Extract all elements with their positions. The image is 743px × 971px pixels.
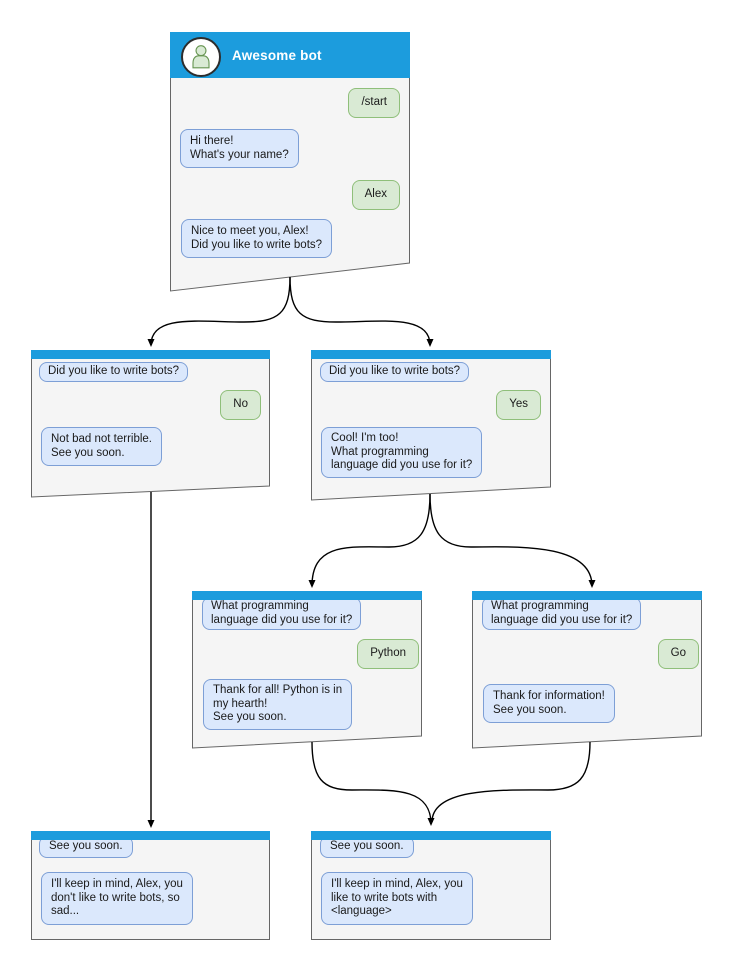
bot-message-bubble: I'll keep in mind, Alex, you like to wri… — [321, 872, 473, 925]
user-message-bubble: Python — [357, 639, 419, 669]
bot-message-bubble: See you soon. — [39, 836, 133, 858]
bot-message-bubble: See you soon. — [320, 836, 414, 858]
edges — [147, 276, 596, 828]
edge-root-to-yes — [289, 276, 434, 347]
edge-go-to-end-yes — [431, 741, 591, 823]
bot-message-bubble: Thank for information! See you soon. — [483, 684, 615, 723]
bot-message-bubble: Hi there! What's your name? — [180, 129, 299, 168]
user-message-bubble: Go — [657, 639, 699, 669]
bot-message-bubble: What programming language did you use fo… — [482, 597, 642, 630]
edge-root-to-no — [147, 276, 291, 347]
chat-node-end-yes: See you soon. I'll keep in mind, Alex, y… — [311, 831, 551, 940]
chat-header: Awesome bot — [170, 32, 410, 78]
bot-message-bubble: Did you like to write bots? — [39, 362, 189, 382]
chat-header-strip — [472, 591, 702, 600]
bot-message-bubble: Cool! I'm too! What programming language… — [321, 427, 483, 478]
edge-yes-to-go — [429, 493, 596, 588]
avatar — [181, 37, 221, 77]
edge-yes-to-python — [308, 493, 431, 588]
chat-header-strip — [31, 350, 270, 359]
chat-header-strip — [31, 831, 270, 840]
edge-python-to-end-yes — [311, 741, 435, 826]
chat-node-root: Awesome bot /start Hi there! What's your… — [170, 32, 410, 291]
user-message-bubble: Yes — [496, 390, 541, 420]
chat-header-strip — [192, 591, 422, 600]
chat-node-branch-no: Did you like to write bots? No Not bad n… — [31, 350, 270, 497]
bot-title: Awesome bot — [232, 47, 322, 63]
chat-node-end-no: See you soon. I'll keep in mind, Alex, y… — [31, 831, 270, 940]
person-icon — [192, 45, 210, 69]
bot-message-bubble: Nice to meet you, Alex! Did you like to … — [181, 219, 333, 258]
bot-message-bubble: Did you like to write bots? — [320, 362, 470, 382]
bot-message-bubble: I'll keep in mind, Alex, you don't like … — [41, 872, 193, 925]
user-message-bubble: /start — [348, 88, 400, 118]
chat-header-strip — [311, 350, 551, 359]
chat-header-strip — [311, 831, 551, 840]
chat-node-branch-go: What programming language did you use fo… — [472, 591, 702, 748]
bot-message-bubble: Thank for all! Python is in my hearth! S… — [203, 679, 353, 730]
user-message-bubble: No — [220, 390, 261, 420]
chat-node-branch-yes: Did you like to write bots? Yes Cool! I'… — [311, 350, 551, 500]
bot-message-bubble: What programming language did you use fo… — [202, 597, 362, 630]
bot-message-bubble: Not bad not terrible. See you soon. — [41, 427, 163, 466]
user-message-bubble: Alex — [351, 180, 400, 210]
chat-node-branch-python: What programming language did you use fo… — [192, 591, 422, 748]
